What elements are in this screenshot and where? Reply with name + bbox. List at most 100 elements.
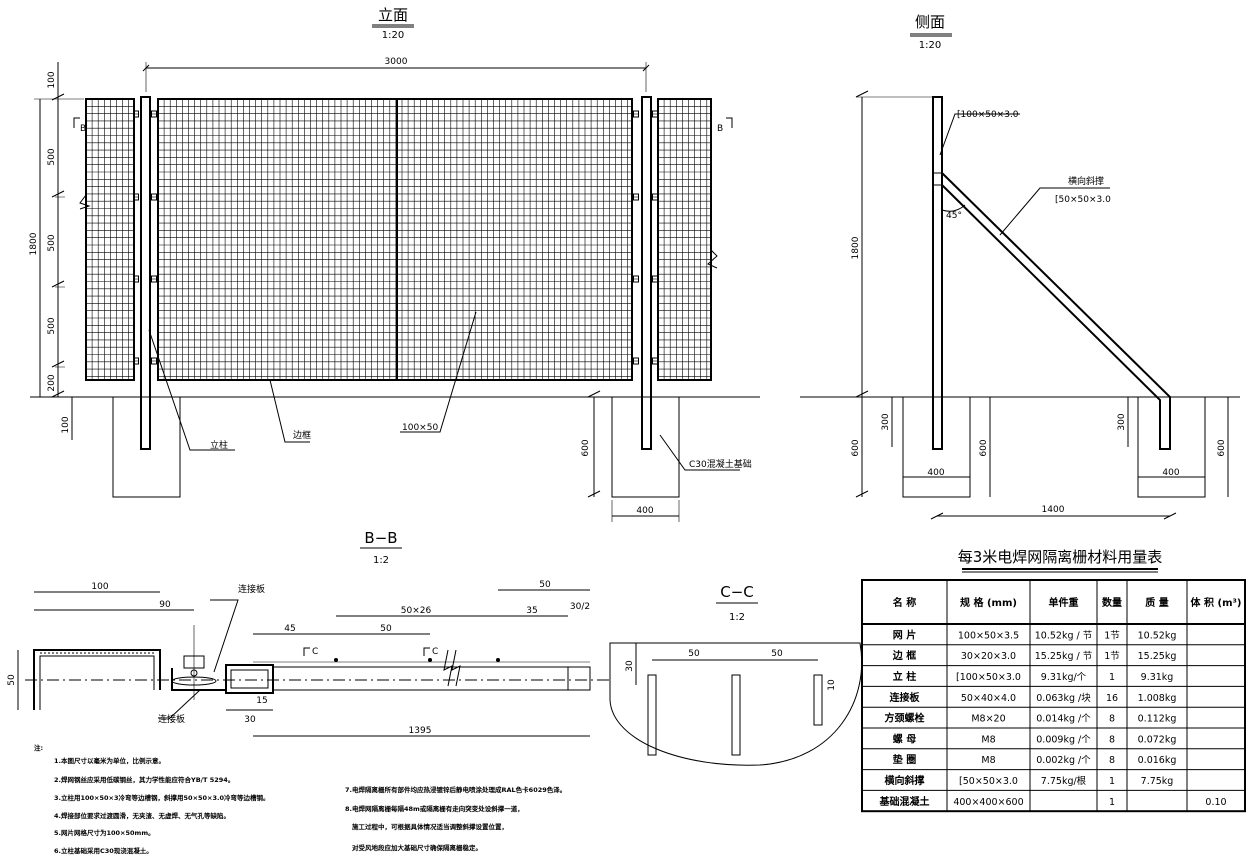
table-cell-r7-c2: 7.75kg/根 [1041,775,1087,787]
label-foundation: C30混凝土基础 [689,458,752,470]
side-angle: 45° [946,211,962,221]
table-cell-r4-c1: M8×20 [971,714,1005,725]
table-cell-r4-c2: 0.014kg /个 [1036,714,1091,725]
table-cell-r8-c1: 400×400×600 [953,797,1023,808]
table-cell-r5-c1: M8 [981,734,995,745]
table-cell-r5-c2: 0.009kg /个 [1036,734,1091,745]
notes-heading: 注: [34,743,43,752]
bb-dim-100: 100 [91,582,108,592]
bb-dim-50-top: 50 [539,580,551,590]
elevation-scale: 1:20 [382,30,404,41]
elevation-title: 立面 [378,6,408,24]
table-cell-r2-c2: 9.31kg/个 [1041,672,1087,683]
label-plate-bottom: 连接板 [158,713,185,725]
table-cell-r1-c3: 1节 [1104,651,1120,662]
frame-main [157,98,633,381]
table-cell-r6-c0: 垫 圈 [893,753,916,766]
side-dim-400-left: 400 [927,468,944,478]
bb-dim-50-left: 50 [7,674,17,686]
table-cell-r5-c4: 0.072kg [1138,734,1177,745]
mesh-panel-left [86,99,134,380]
table-cell-r0-c1: 100×50×3.5 [958,630,1019,641]
section-bb: B−B 1:2 连接板 连接板 C C 100 [7,529,610,737]
bb-dim-50-mid: 50 [380,624,392,634]
bb-dim-90: 90 [159,600,171,610]
mesh-panel-right [658,99,711,380]
table-header-3: 数量 [1102,596,1122,609]
section-bb-title: B−B [364,529,397,547]
table-cell-r5-c3: 8 [1109,734,1115,745]
table-cell-r8-c0: 基础混凝土 [879,795,930,808]
table-cell-r2-c0: 立 柱 [893,670,916,683]
foundation-right [611,397,680,498]
table-cell-r6-c3: 8 [1109,755,1115,766]
table-cell-r6-c4: 0.016kg [1138,755,1177,766]
section-cc-scale: 1:2 [729,612,745,623]
note-6: 6.立柱基础采用C30现浇混凝土。 [54,846,153,855]
dim-below-100: 100 [61,416,71,433]
section-marker-c-right: C [432,647,438,657]
table-header-2: 单件重 [1049,596,1079,609]
cc-dim-50-a: 50 [688,649,700,659]
label-post: 立柱 [210,439,228,451]
dim-3000: 3000 [385,57,408,67]
post-left [140,96,151,450]
foundation-left [112,397,181,498]
side-dim-600-left: 600 [851,439,861,456]
bb-dim-30: 30 [244,715,256,725]
table-cell-r0-c2: 10.52kg / 节 [1035,630,1092,641]
table-cell-r0-c0: 网 片 [893,628,916,641]
side-dim-600-left-b: 600 [979,439,989,456]
table-cell-r3-c2: 0.063kg /块 [1036,692,1091,704]
bb-dim-45: 45 [284,624,295,634]
elevation-view: 立面 1:20 B B [29,6,760,522]
section-bb-scale: 1:2 [373,555,389,566]
table-cell-r7-c1: [50×50×3.0 [959,776,1018,787]
table-cell-r3-c1: 50×40×4.0 [961,693,1016,704]
label-mesh: 100×50 [402,423,438,433]
dim-1800: 1800 [29,232,39,255]
dim-500-b: 500 [47,234,57,251]
note-4: 4.焊接部位要求过渡圆滑，无夹渣、无虚焊、无气孔等缺陷。 [54,811,230,820]
side-brace [941,172,1171,450]
table-cell-r2-c3: 1 [1109,672,1115,683]
side-dim-1400: 1400 [1042,505,1065,515]
side-title: 侧面 [915,13,945,31]
note-5: 5.网片网格尺寸为100×50mm。 [54,828,155,837]
section-cc: C−C 1:2 50 50 30 10 [609,583,863,766]
note-7: 7.电焊隔离栅所有部件均应热浸镀锌后静电喷涂处理成RAL色卡6029色泽。 [345,785,566,794]
table-cell-r7-c0: 横向斜撑 [885,774,925,787]
note-8: 8.电焊网隔离栅每隔48m或隔离栅有走向突变处设斜撑一道， [345,804,524,813]
table-cell-r6-c2: 0.002kg /个 [1036,755,1091,766]
table-cell-r4-c4: 0.112kg [1138,714,1177,725]
side-dim-600-right: 600 [1217,439,1227,456]
note-8-cont-1: 施工过程中，可根据具体情况适当调整斜撑设置位置， [352,822,508,831]
table-cell-r0-c3: 1节 [1104,630,1120,641]
dim-200: 200 [47,374,57,391]
table-cell-r1-c1: 30×20×3.0 [961,651,1016,662]
cc-dim-10: 10 [827,679,837,691]
side-brace-spec: [50×50×3.0 [1055,195,1111,205]
side-dim-1800: 1800 [851,236,861,259]
notes: 注: 1.本图尺寸以毫米为单位，比例示意。 2.焊网钢丝应采用低碳钢丝，其力学性… [34,743,566,855]
dim-500-c: 500 [47,317,57,334]
table-header-5: 体 积 (m³) [1191,596,1242,609]
table-cell-r3-c4: 1.008kg [1138,693,1177,704]
side-scale: 1:20 [919,40,941,51]
table-title: 每3米电焊网隔离栅材料用量表 [958,548,1163,566]
table-cell-r4-c3: 8 [1109,714,1115,725]
bolt-marks [133,110,658,365]
section-marker-b-right: B [717,124,723,134]
label-frame: 边框 [293,429,311,441]
side-dim-400-right: 400 [1162,468,1179,478]
table-header-4: 质 量 [1145,596,1168,609]
side-dim-300-left: 300 [881,413,891,430]
table-cell-r1-c0: 边 框 [892,649,916,662]
note-3: 3.立柱用100×50×3冷弯等边槽钢，斜撑用50×50×3.0冷弯等边槽钢。 [54,793,270,802]
dim-500-a: 500 [47,148,57,165]
table-cell-r7-c4: 7.75kg [1141,776,1174,787]
table-cell-r4-c0: 方颈螺栓 [885,712,925,725]
section-marker-b-left: B [80,124,86,134]
table-cell-r7-c3: 1 [1109,776,1115,787]
